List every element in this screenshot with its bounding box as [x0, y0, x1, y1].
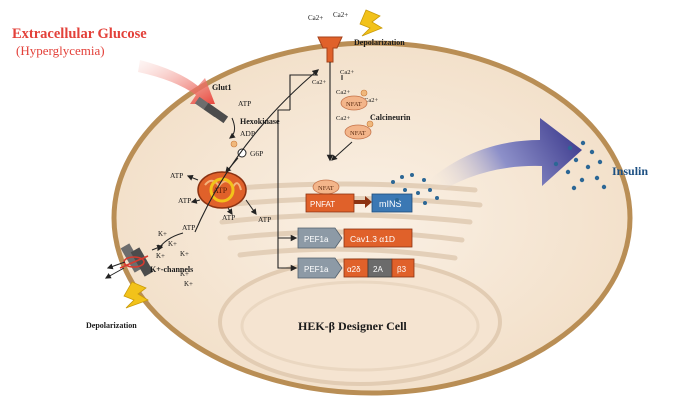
- nfat-molecule-2: NFAT: [344, 120, 374, 140]
- hexokinase-label: Hexokinase: [240, 117, 280, 126]
- k-plus-label-3: K+: [156, 252, 165, 260]
- mins-label: mINS: [379, 199, 402, 209]
- alpha-delta-label: α2δ: [347, 265, 361, 274]
- atp-mito-bottom-label-2: ATP: [258, 215, 271, 224]
- nucleus-inner: [240, 280, 480, 372]
- k-channels-label: K+-channels: [150, 265, 193, 274]
- glucose-influx-arrow: [138, 60, 215, 104]
- atp-mito-bottom-label-1: ATP: [222, 213, 235, 222]
- ca-in-label-1: Ca2+: [340, 69, 354, 76]
- p-ef1a-label-1: PEF1a: [304, 235, 329, 244]
- k-plus-label-6: K+: [184, 280, 193, 288]
- calcineurin-label: Calcineurin: [370, 113, 411, 122]
- adp-label: ADP: [240, 129, 255, 138]
- atp-mito-center-label: ATP: [213, 186, 228, 195]
- lightning-bolt-bottom-icon: [123, 281, 149, 309]
- ca-top-label-1: Ca2+: [308, 14, 323, 22]
- k-plus-label-2: K+: [168, 240, 177, 248]
- calcium-channel-top: [317, 36, 343, 63]
- depolarization-top-label: Depolarization: [354, 38, 405, 47]
- lightning-bolt-top-icon: [359, 9, 383, 37]
- glut1-label: Glut1: [212, 83, 232, 92]
- title-line1: Extracellular Glucose: [12, 26, 147, 42]
- auxiliary-subunit-construct: PEF1a α2δ 2A β3: [297, 257, 415, 279]
- depolarization-signal-arrow: [194, 69, 320, 233]
- ca-in-label-5: Ca2+: [336, 115, 350, 122]
- p-ef1a-label-2: PEF1a: [304, 265, 329, 274]
- beta3-label: β3: [397, 265, 407, 274]
- cell-name-label: HEK-β Designer Cell: [298, 319, 407, 333]
- atp-mito-left-label-1: ATP: [170, 171, 183, 180]
- nfat-label-2: NFAT: [350, 130, 366, 137]
- atp-glut-label: ATP: [238, 99, 251, 108]
- p-nfat-label: PNFAT: [310, 200, 335, 209]
- insulin-secretion-arrow: [418, 118, 582, 198]
- ca-in-label-3: Ca2+: [336, 89, 350, 96]
- box-2a-label: 2A: [373, 265, 383, 274]
- ca-in-label-4: Ca2+: [364, 97, 378, 104]
- ca-in-label-2: Ca2+: [312, 79, 326, 86]
- atp-kchannel-label: ATP: [182, 223, 195, 232]
- cav13-construct: PEF1a Cav1.3 α1D: [297, 227, 413, 249]
- k-plus-label-4: K+: [180, 250, 189, 258]
- g6p-label: G6P: [250, 149, 263, 158]
- depolarization-bottom-label: Depolarization: [86, 321, 137, 330]
- k-plus-label-1: K+: [158, 230, 167, 238]
- title-line2: (Hyperglycemia): [16, 43, 105, 58]
- insulin-granules-inside: [391, 173, 439, 205]
- glut1-transporter: [194, 96, 229, 124]
- mins-construct: PNFAT mINS: [305, 193, 413, 213]
- ca-top-label-2: Ca2+: [333, 11, 348, 19]
- insulin-granules-outside: [553, 140, 607, 191]
- nfat-label-3: NFAT: [318, 185, 334, 192]
- nfat-molecule-1: NFAT: [340, 89, 368, 111]
- nfat-label-1: NFAT: [346, 101, 362, 108]
- k-plus-label-5: K+: [180, 270, 189, 278]
- insulin-label: Insulin: [612, 164, 648, 178]
- cav13-label: Cav1.3 α1D: [350, 234, 395, 244]
- atp-mito-left-label-2: ATP: [178, 196, 191, 205]
- mitochondrion: ATP: [197, 171, 247, 209]
